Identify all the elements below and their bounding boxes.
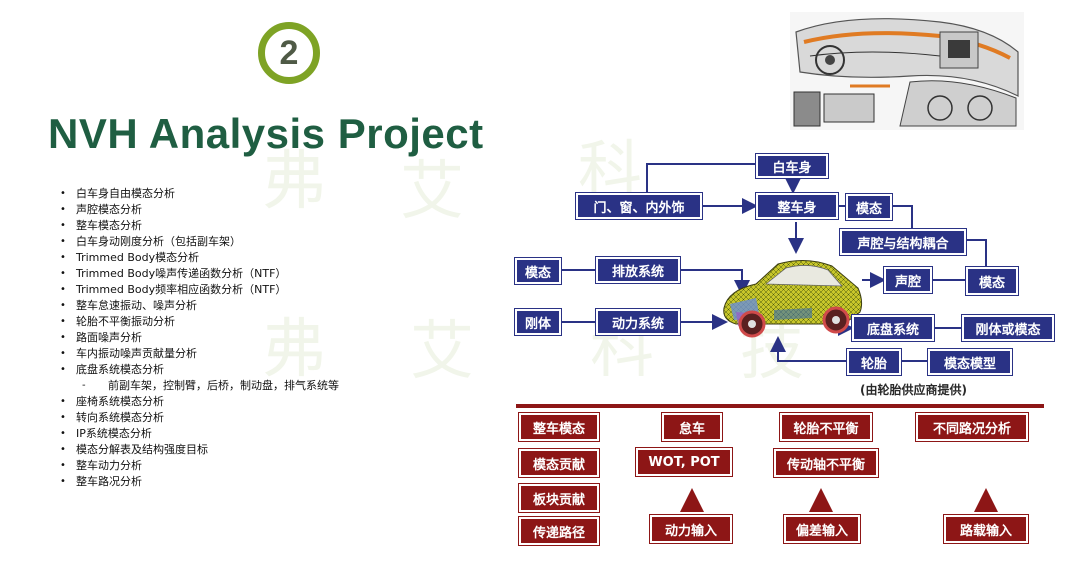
box-doors-windows-trims: 门、窗、内外饰	[575, 192, 703, 220]
box-acoustic-cavity: 声腔	[883, 266, 933, 294]
box-road-load-input: 路载输入	[943, 514, 1029, 544]
sub-list-text: 前副车架，控制臂，后桥，制动盘，排气系统等	[108, 379, 339, 392]
box-tire-imbalance: 轮胎不平衡	[779, 412, 873, 442]
list-item: 底盘系统模态分析	[60, 362, 339, 378]
car-fe-mesh-model	[723, 260, 863, 338]
list-item: 模态分解表及结构强度目标	[60, 442, 339, 458]
box-transfer-path: 传递路径	[518, 516, 600, 546]
list-item: 路面噪声分析	[60, 330, 339, 346]
box-wot-pot: WOT, POT	[635, 447, 733, 477]
watermark-char: 艾	[410, 315, 474, 389]
list-item: Trimmed Body噪声传递函数分析（NTF）	[60, 266, 339, 282]
list-item: 轮胎不平衡振动分析	[60, 314, 339, 330]
box-deviation-input: 偏差输入	[783, 514, 861, 544]
box-mode-left: 模态	[514, 257, 562, 285]
box-body-in-white: 白车身	[755, 153, 829, 179]
box-cavity-structure-coupling: 声腔与结构耦合	[839, 228, 967, 256]
analysis-list: 白车身自由模态分析 声腔模态分析 整车模态分析 白车身动刚度分析（包括副车架） …	[60, 186, 339, 490]
watermark-char: 艾	[400, 155, 464, 229]
list-item: 白车身自由模态分析	[60, 186, 339, 202]
box-panel-contribution: 板块贡献	[518, 483, 600, 513]
box-idle: 怠车	[661, 412, 723, 442]
nvh-flow-diagram: 白车身 门、窗、内外饰 整车身 模态 声腔与结构耦合 模态 排放系统 声腔 模态…	[510, 150, 1067, 563]
box-exhaust-system: 排放系统	[595, 256, 681, 284]
box-powertrain: 动力系统	[595, 308, 681, 336]
box-mode-top: 模态	[845, 193, 893, 221]
section-number-badge: 2	[258, 22, 320, 84]
box-mode-contribution: 模态贡献	[518, 448, 600, 478]
box-vehicle-body: 整车身	[755, 192, 839, 220]
list-item: 转向系统模态分析	[60, 410, 339, 426]
box-road-condition-analysis: 不同路况分析	[915, 412, 1029, 442]
page-title: NVH Analysis Project	[48, 110, 484, 157]
list-item: 声腔模态分析	[60, 202, 339, 218]
list-item: Trimmed Body频率相应函数分析（NTF）	[60, 282, 339, 298]
list-item: IP系统模态分析	[60, 426, 339, 442]
box-modal-model: 模态模型	[927, 348, 1013, 376]
box-tire: 轮胎	[846, 348, 902, 376]
box-chassis-system: 底盘系统	[851, 314, 935, 342]
box-driveshaft-imbalance: 传动轴不平衡	[773, 448, 879, 478]
section-number: 2	[279, 33, 299, 72]
list-item: 整车模态分析	[60, 218, 339, 234]
list-item: 整车怠速振动、噪声分析	[60, 298, 339, 314]
box-mode-right: 模态	[965, 266, 1019, 296]
list-item: 白车身动刚度分析（包括副车架）	[60, 234, 339, 250]
list-item: Trimmed Body模态分析	[60, 250, 339, 266]
car-interior-illustration	[790, 12, 1024, 130]
list-item: 整车动力分析	[60, 458, 339, 474]
list-item: 座椅系统模态分析	[60, 394, 339, 410]
list-item: 车内振动噪声贡献量分析	[60, 346, 339, 362]
diagram-connectors	[516, 163, 1044, 512]
sub-list-item: 前副车架，控制臂，后桥，制动盘，排气系统等	[60, 378, 339, 394]
box-vehicle-mode: 整车模态	[518, 412, 600, 442]
box-rigid-or-mode: 刚体或模态	[961, 314, 1055, 342]
box-power-input: 动力输入	[649, 514, 733, 544]
list-item: 整车路况分析	[60, 474, 339, 490]
box-rigid-body: 刚体	[514, 308, 562, 336]
tire-supplier-note: (由轮胎供应商提供)	[860, 383, 967, 397]
